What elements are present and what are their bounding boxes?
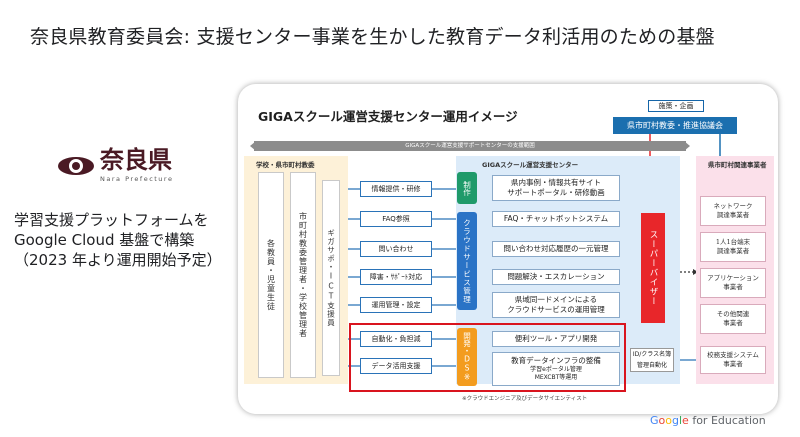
function-info-training: 情報提供・研修 xyxy=(360,181,432,197)
description-line: （2023 年より運用開始予定） xyxy=(14,251,222,269)
partner-line: 事業者 xyxy=(723,360,743,368)
service-portal: 県内事例・情報共有サイト サポートポータル・研修動画 xyxy=(492,175,620,201)
supervisor-box: スーパーバイザー xyxy=(641,213,665,323)
teachers-students-box: 各教員・児童生徒 xyxy=(258,172,284,378)
partner-applications: アプリケーション 事業者 xyxy=(700,268,766,298)
slide-title: 奈良県教育委員会: 支援センター事業を生かした教育データ利活用のための基盤 xyxy=(30,26,715,48)
service-tools-apps: 便利ツール・アプリ開発 xyxy=(492,331,620,347)
production-pill: 制作 xyxy=(457,172,477,204)
vendors-header: 県市町村関連事業者 xyxy=(708,161,767,169)
partner-line: アプリケーション xyxy=(707,274,759,282)
schools-column-header: 学校・県市町村教委 xyxy=(256,161,315,169)
service-faq-chatbot: FAQ・チャットボットシステム xyxy=(492,211,620,227)
service-line: 便利ツール・アプリ開発 xyxy=(514,334,598,343)
administrators-box: 市町村教委管理者・学校管理者 xyxy=(290,172,316,378)
partner-network: ネットワーク 調達事業者 xyxy=(700,196,766,226)
footnote: ※クラウドエンジニア及びデータサイエンティスト xyxy=(462,396,588,402)
service-line: 県内事例・情報共有サイト xyxy=(511,178,601,187)
partner-line: 調達事業者 xyxy=(716,211,750,219)
description-line: 学習支援プラットフォームを xyxy=(14,211,209,229)
partner-line: ネットワーク xyxy=(713,202,753,210)
partner-line: 1人1台端末 xyxy=(715,238,751,246)
service-line: 教育データインフラの整備 xyxy=(511,356,601,365)
highlight-frame xyxy=(349,323,626,392)
partner-line: 事業者 xyxy=(723,283,743,291)
nara-emblem-icon xyxy=(56,150,96,182)
service-data-infrastructure: 教育データインフラの整備 学習eポータル管理 MEXCBT等運用 xyxy=(492,352,620,386)
platform-description: 学習支援プラットフォームを Google Cloud 基盤で構築 （2023 年… xyxy=(14,210,234,270)
partner-line: 調達事業者 xyxy=(716,247,750,255)
function-data-support: データ活用支援 xyxy=(360,358,432,374)
partner-other: その他関連 事業者 xyxy=(700,304,766,334)
cloud-management-pill: クラウドサービス管理 xyxy=(457,212,477,310)
function-inquiry: 問い合わせ xyxy=(360,241,432,257)
id-box-line: ID/クラス名簿 xyxy=(632,351,672,358)
partner-school-system: 校務支援システム 事業者 xyxy=(700,346,766,374)
policy-box: 施策・企画 xyxy=(648,100,704,112)
development-ds-pill: 開発・DS※ xyxy=(457,328,477,386)
function-operations: 運用管理・設定 xyxy=(360,297,432,313)
support-range-band: GIGAスクール運営支援サポートセンターの支援範囲 xyxy=(254,141,686,151)
service-sub-line: 学習eポータル管理 xyxy=(530,366,582,373)
logo-japanese: 奈良県 xyxy=(100,145,172,174)
service-line: サポートポータル・研修動画 xyxy=(507,188,605,197)
service-line: クラウドサービスの運用管理 xyxy=(507,305,605,314)
service-line: 県域同一ドメインによる xyxy=(514,295,598,304)
service-sub-line: MEXCBT等運用 xyxy=(534,374,578,381)
service-escalation: 問題解決・エスカレーション xyxy=(492,269,620,285)
partner-line: その他関連 xyxy=(716,310,750,318)
function-incident: 障害・ｻﾎﾟｰﾄ対応 xyxy=(360,269,432,285)
diagram-title: GIGAスクール運営支援センター運用イメージ xyxy=(258,109,518,124)
description-line: Google Cloud 基盤で構築 xyxy=(14,231,195,249)
service-line: FAQ・チャットボットシステム xyxy=(503,214,609,223)
function-automation: 自動化・負担減 xyxy=(360,331,432,347)
partner-line: 事業者 xyxy=(723,319,743,327)
service-line: 問題解決・エスカレーション xyxy=(507,272,605,281)
id-box-line: 管理自動化 xyxy=(636,362,667,369)
service-line: 問い合わせ対応履歴の一元管理 xyxy=(503,244,609,253)
partner-devices: 1人1台端末 調達事業者 xyxy=(700,232,766,262)
support-center-header: GIGAスクール運営支援センター xyxy=(482,161,579,169)
google-for-education-logo: Google for Education xyxy=(650,414,766,427)
service-domain-management: 県域同一ドメインによる クラウドサービスの運用管理 xyxy=(492,292,620,318)
ict-support-box: ギガサポ・ICT支援員 xyxy=(322,180,340,376)
service-inquiry-history: 問い合わせ対応履歴の一元管理 xyxy=(492,241,620,257)
logo-english: Nara Prefecture xyxy=(100,175,174,183)
council-box: 県市町村教委・推進協議会 xyxy=(613,117,737,134)
id-class-roster-box: ID/クラス名簿 管理自動化 xyxy=(630,348,674,372)
function-faq: FAQ参照 xyxy=(360,211,432,227)
partner-line: 校務支援システム xyxy=(707,351,759,359)
nara-logo: 奈良県 Nara Prefecture xyxy=(56,148,173,183)
